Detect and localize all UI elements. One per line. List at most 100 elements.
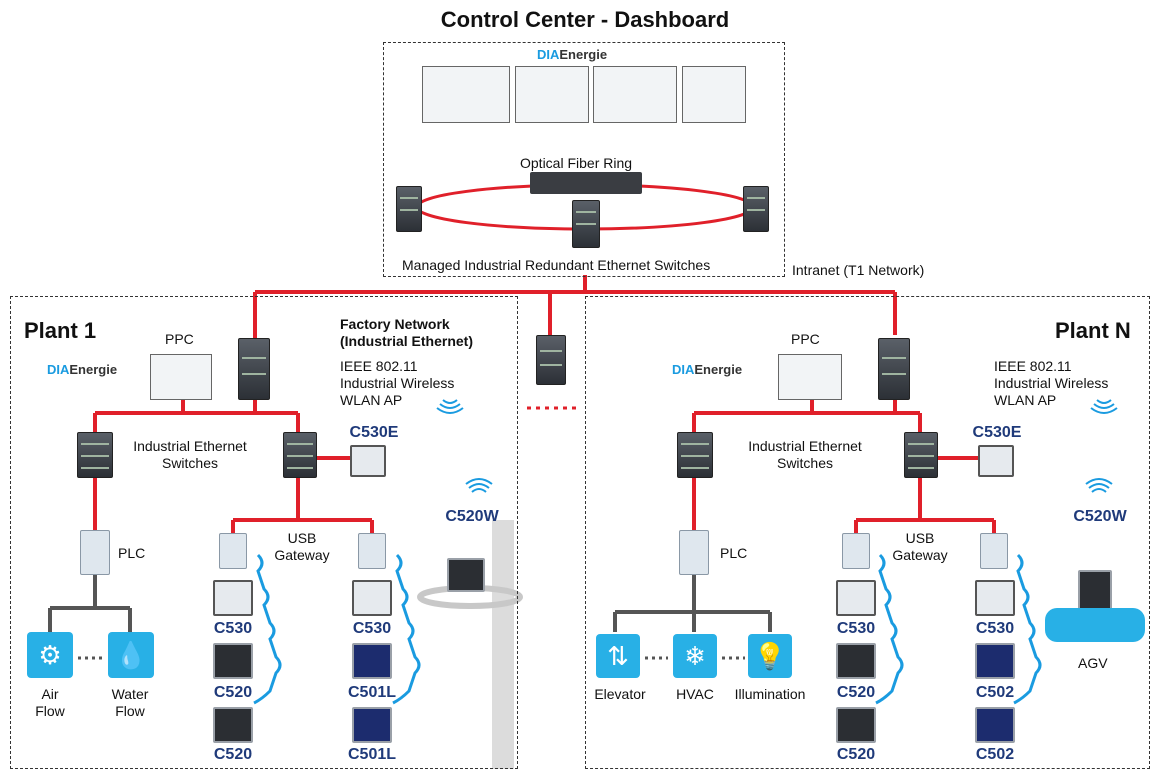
plant1-meter-r1 (352, 580, 392, 616)
illumination-label: Illumination (734, 686, 806, 702)
plant1-c520w-label: C520W (445, 508, 499, 525)
plantN-switches-label: Industrial Ethernet Switches (748, 438, 862, 471)
plantN-meter-l2-label: C520 (836, 684, 876, 701)
hvac-icon: ❄ (673, 634, 717, 678)
plant1-plc-label: PLC (118, 545, 146, 561)
plantN-meter-l3-label: C520 (836, 746, 876, 763)
brand-dia: DIA (672, 362, 695, 377)
brand-energie: Energie (694, 362, 743, 377)
plant1-plc (80, 530, 110, 575)
rs485-brackets (253, 553, 1042, 705)
middle-wlan-ap (536, 335, 566, 385)
pole (492, 520, 514, 769)
plantN-gateway-left (842, 533, 870, 569)
dashboard-screen-4 (682, 66, 746, 123)
agv-label: AGV (1078, 655, 1108, 671)
plantN-c520w-label: C520W (1073, 508, 1127, 525)
plantN-switch-right (904, 432, 938, 478)
plant1-c520w-meter (447, 558, 485, 592)
dashboard-screen-2 (515, 66, 589, 123)
brand-dia: DIA (537, 47, 560, 62)
plantN-meter-l2 (836, 643, 876, 679)
factory-network-label: Factory Network (Industrial Ethernet) (340, 316, 474, 349)
plantN-ethernet-links (692, 400, 996, 533)
brand-energie: Energie (559, 47, 608, 62)
plant1-switch-left (77, 432, 113, 478)
plant1-meter-l1 (213, 580, 253, 616)
brand-dia: DIA (47, 362, 70, 377)
intranet-backbone (253, 275, 897, 340)
plantN-meter-r3 (975, 707, 1015, 743)
plantN-usb-gateway-label: USB Gateway (892, 530, 948, 563)
plantN-brand: DIAEnergie (672, 362, 742, 377)
plantN-title: Plant N (1055, 318, 1131, 343)
plant1-gateway-right (358, 533, 386, 569)
plant1-title: Plant 1 (24, 318, 97, 343)
plantN-wlan-label: IEEE 802.11 Industrial Wireless WLAN AP (994, 358, 1109, 408)
plant1-switch-right (283, 432, 317, 478)
plantN-meter-l1 (836, 580, 876, 616)
managed-switches-label: Managed Industrial Redundant Ethernet Sw… (402, 257, 711, 273)
intranet-label: Intranet (T1 Network) (792, 262, 925, 278)
plantN-c530e-meter (978, 445, 1014, 477)
plantN-meter-l3 (836, 707, 876, 743)
plantN-c520w-meter (1078, 570, 1112, 610)
plantN-meter-r3-label: C502 (975, 746, 1015, 763)
plant1-meter-l2 (213, 643, 253, 679)
plant1-ppc-screen (150, 354, 212, 400)
plantN-plc (679, 530, 709, 575)
plant1-meter-l2-label: C520 (213, 684, 253, 701)
plant1-c530e-label: C530E (349, 424, 399, 441)
brand-energie: Energie (69, 362, 118, 377)
plant1-wlan-label: IEEE 802.11 Industrial Wireless WLAN AP (340, 358, 455, 408)
plantN-meter-r2-label: C502 (975, 684, 1015, 701)
dashboard-screen-3 (593, 66, 677, 123)
plantN-meter-r2 (975, 643, 1015, 679)
optical-fiber-ring-label: Optical Fiber Ring (520, 155, 633, 171)
dashboard-screen-1 (422, 66, 510, 123)
core-switch (530, 172, 642, 194)
ring-switch-left (396, 186, 422, 232)
plantN-switch-left (677, 432, 713, 478)
plantN-c530e-label: C530E (972, 424, 1022, 441)
air-flow-label: Air Flow (35, 686, 65, 719)
plant1-meter-l3-label: C520 (213, 746, 253, 763)
plant1-meter-l3 (213, 707, 253, 743)
plant1-meter-r2-label: C501L (347, 684, 397, 701)
elevator-icon: ⇅ (596, 634, 640, 678)
plantN-wlan-ap (878, 338, 910, 400)
plant1-ethernet-links (93, 400, 374, 533)
plant1-usb-gateway-label: USB Gateway (274, 530, 330, 563)
plant1-wlan-ap (238, 338, 270, 400)
hvac-label: HVAC (676, 686, 714, 702)
plantN-plc-label: PLC (720, 545, 748, 561)
control-center-title: Control Center - Dashboard (440, 7, 730, 32)
illumination-icon: 💡 (748, 634, 792, 678)
plant1-meter-r3 (352, 707, 392, 743)
plant1-meter-r1-label: C530 (352, 620, 392, 637)
plantN-meter-r1 (975, 580, 1015, 616)
plantN-ppc-label: PPC (791, 331, 820, 347)
plant1-brand: DIAEnergie (47, 362, 117, 377)
air-flow-icon: ⚙ (27, 632, 73, 678)
plantN-ppc-screen (778, 354, 842, 400)
plantN-meter-r1-label: C530 (975, 620, 1015, 637)
water-flow-icon: 💧 (108, 632, 154, 678)
agv-vehicle (1045, 608, 1145, 642)
elevator-label: Elevator (594, 686, 646, 702)
dashboard-brand: DIAEnergie (537, 47, 607, 62)
ring-switch-center (572, 200, 600, 248)
plant1-switches-label: Industrial Ethernet Switches (133, 438, 247, 471)
control-center-box (383, 42, 785, 277)
plantN-meter-l1-label: C530 (836, 620, 876, 637)
water-flow-label: Water Flow (111, 686, 149, 719)
plc-links (48, 575, 772, 632)
plant1-meter-r3-label: C501L (347, 746, 397, 763)
plant1-meter-r2 (352, 643, 392, 679)
plant1-ppc-label: PPC (165, 331, 194, 347)
wireless-icon (436, 399, 1118, 493)
ring-switch-right (743, 186, 769, 232)
plant1-c530e-meter (350, 445, 386, 477)
plant1-gateway-left (219, 533, 247, 569)
